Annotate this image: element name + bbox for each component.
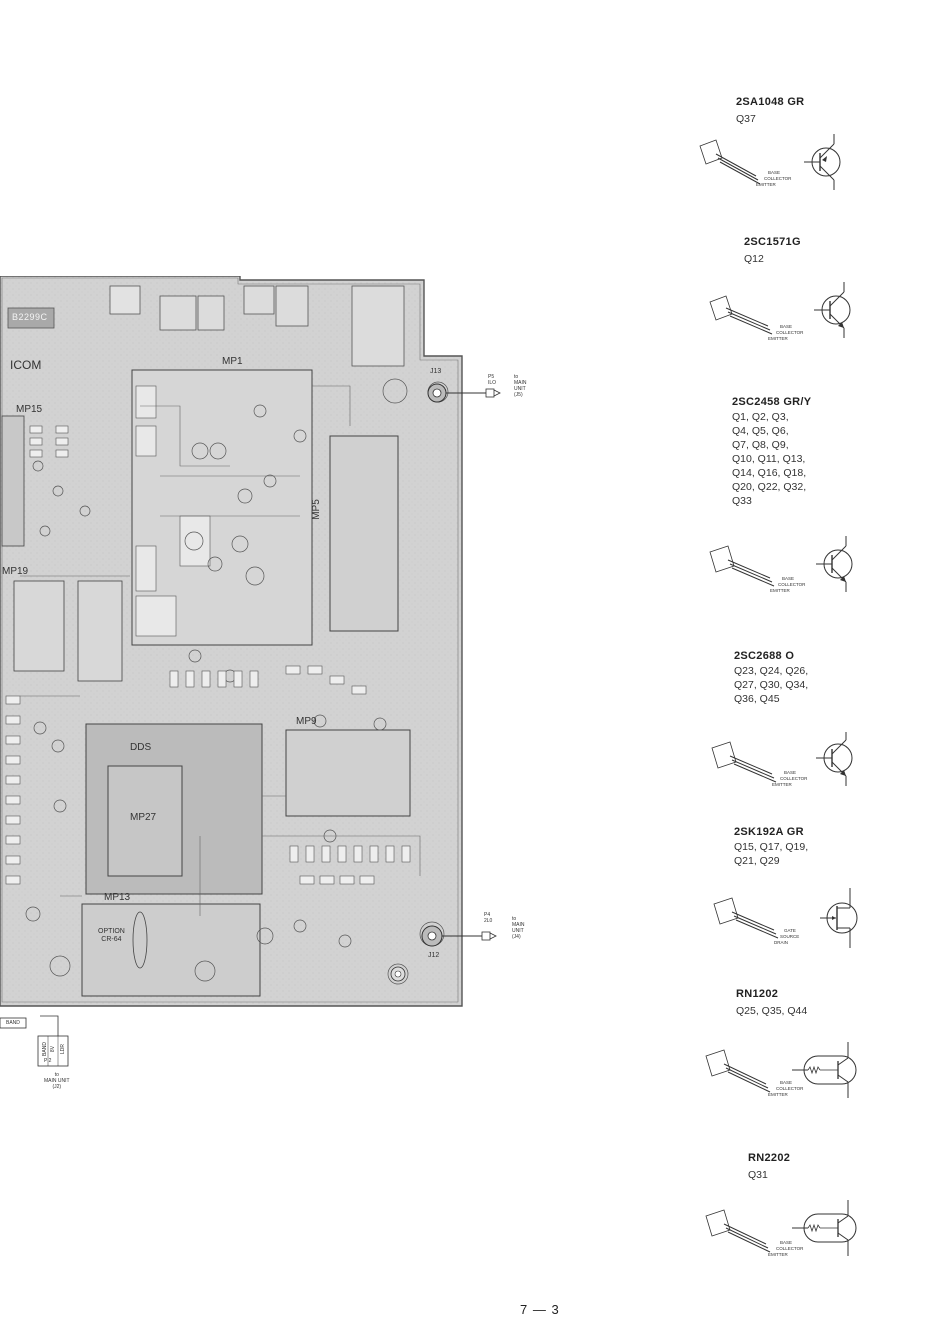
pcb-artwork <box>0 276 501 1067</box>
dds-label: DDS <box>130 742 152 753</box>
mp9-label: MP9 <box>296 716 317 727</box>
j13-label: J13 <box>430 368 442 375</box>
npn-transistor-icon: BASE COLLECTOR EMITTER <box>709 282 851 341</box>
pin-label-source: SOURCE <box>780 934 799 939</box>
fet-transistor-icon: GATE SOURCE DRAIN <box>713 888 858 948</box>
pin-label-emitter: EMITTER <box>768 1092 788 1097</box>
pin-label-base: BASE <box>782 576 794 581</box>
pin-label-collector: COLLECTOR <box>776 1246 804 1251</box>
reference-list: Q23, Q24, Q26, Q27, Q30, Q34, Q36, Q45 <box>734 665 809 705</box>
npn-transistor-icon: BASE COLLECTOR EMITTER <box>711 732 853 787</box>
part-number: 2SC2688 O <box>734 650 795 662</box>
pin-label-drain: DRAIN <box>774 940 788 945</box>
p2-label: P 2 <box>44 1058 52 1064</box>
option-label: OPTION CR-64 <box>98 928 125 943</box>
digital-transistor-icon: BASE COLLECTOR EMITTER <box>705 1042 857 1098</box>
pin-label-emitter: EMITTER <box>768 336 788 341</box>
pin-label-collector: COLLECTOR <box>776 330 804 335</box>
band-box-label: BAND <box>6 1020 20 1026</box>
part-number: 2SC1571G <box>744 236 801 248</box>
pcb-board: B2299C ICOM MP1 MP5 MP9 MP13 MP15 MP19 M… <box>0 276 527 1090</box>
pin-label-collector: COLLECTOR <box>764 176 792 181</box>
mp1-label: MP1 <box>222 356 243 367</box>
p2-pin-8v: 8V <box>50 1045 57 1053</box>
p5-label: P5 ILO <box>488 374 497 386</box>
part-number: 2SC2458 GR/Y <box>732 396 812 408</box>
part-number: 2SA1048 GR <box>736 96 805 108</box>
p2-pin-band: BAND <box>41 1042 48 1056</box>
mp15-label: MP15 <box>16 404 43 415</box>
reference-list: Q1, Q2, Q3, Q4, Q5, Q6, Q7, Q8, Q9, Q10,… <box>732 411 807 507</box>
pin-label-base: BASE <box>780 324 792 329</box>
reference-list: Q15, Q17, Q19, Q21, Q29 <box>734 841 809 867</box>
pin-label-base: BASE <box>780 1240 792 1245</box>
pin-label-gate: GATE <box>784 928 796 933</box>
p4-label: P4 2L0 <box>484 912 493 924</box>
page-number: 7 — 3 <box>520 1302 560 1317</box>
part-number: 2SK192A GR <box>734 826 804 838</box>
p5-destination: to MAIN UNIT (J5) <box>514 374 527 398</box>
pin-label-emitter: EMITTER <box>772 782 792 787</box>
reference-list: Q12 <box>744 253 764 265</box>
reference-list: Q25, Q35, Q44 <box>736 1005 808 1017</box>
pin-label-emitter: EMITTER <box>768 1252 788 1257</box>
pin-label-collector: COLLECTOR <box>776 1086 804 1091</box>
mp27-label: MP27 <box>130 812 157 823</box>
part-number: RN1202 <box>736 988 779 1000</box>
reference-list: Q31 <box>748 1169 768 1181</box>
j12-label: J12 <box>428 952 440 959</box>
pin-label-collector: COLLECTOR <box>778 582 806 587</box>
pin-label-collector: COLLECTOR <box>780 776 808 781</box>
mp5-label: MP5 <box>310 499 322 520</box>
p2-pin-ldr: LDR <box>60 1043 67 1055</box>
reference-list: Q37 <box>736 113 756 125</box>
mp13-label: MP13 <box>104 892 131 903</box>
part-number: RN2202 <box>748 1152 791 1164</box>
p2-destination: to MAIN UNIT (J2) <box>44 1072 70 1090</box>
pin-label-base: BASE <box>784 770 796 775</box>
mp19-label: MP19 <box>2 566 29 577</box>
npn-transistor-icon: BASE COLLECTOR EMITTER <box>709 536 853 593</box>
pin-label-emitter: EMITTER <box>770 588 790 593</box>
pin-label-emitter: EMITTER <box>756 182 776 187</box>
digital-transistor-icon: BASE COLLECTOR EMITTER <box>705 1200 857 1257</box>
pin-label-base: BASE <box>780 1080 792 1085</box>
pnp-transistor-icon: BASE COLLECTOR EMITTER <box>699 134 841 190</box>
board-id-label: B2299C <box>12 312 48 322</box>
p4-destination: to MAIN UNIT (J4) <box>512 916 525 940</box>
icom-logo: ICOM <box>10 358 42 372</box>
pin-label-base: BASE <box>768 170 780 175</box>
